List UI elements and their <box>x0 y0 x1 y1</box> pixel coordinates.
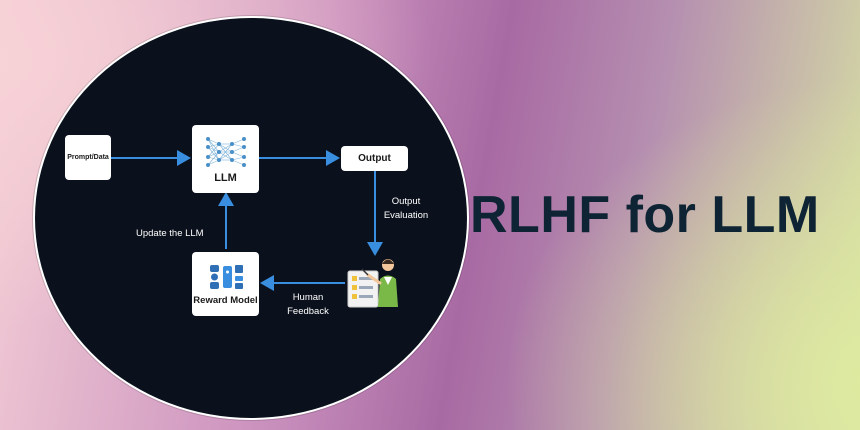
node-prompt-data-label: Prompt/Data <box>67 154 109 161</box>
label-output-evaluation-line1: Output <box>391 196 421 207</box>
node-output-label: Output <box>358 153 391 164</box>
node-reward-model: Reward Model <box>192 252 259 316</box>
label-update-llm-text: Update the LLM <box>136 228 204 239</box>
node-llm-label: LLM <box>214 171 237 184</box>
node-prompt-data: Prompt/Data <box>65 135 111 180</box>
label-human-feedback: Human Feedback <box>278 291 338 319</box>
label-output-evaluation-line2: Evaluation <box>383 210 429 221</box>
human-evaluator-icon <box>347 259 398 308</box>
node-llm: LLM <box>192 125 259 193</box>
diagram-background <box>35 18 467 418</box>
label-output-evaluation: Output Evaluation <box>376 195 436 223</box>
neural-network-icon <box>205 136 246 167</box>
page-title: RLHF for LLM <box>470 186 820 244</box>
node-output: Output <box>341 146 408 171</box>
label-human-feedback-line2: Feedback <box>287 306 329 317</box>
label-human-feedback-line1: Human <box>292 292 324 303</box>
robot-reward-icon <box>209 264 243 289</box>
label-update-llm: Update the LLM <box>136 227 226 241</box>
node-reward-model-label: Reward Model <box>193 294 258 306</box>
